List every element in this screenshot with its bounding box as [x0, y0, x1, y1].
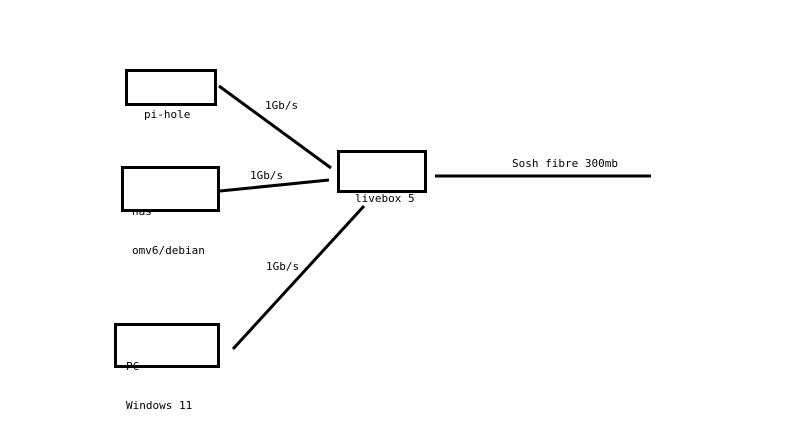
node-nas-line-1: nas: [132, 205, 152, 218]
node-nas: nas omv6/debian: [121, 166, 220, 257]
link-pc-speed-label: 1Gb/s: [266, 260, 300, 273]
link-nas-livebox: [219, 178, 330, 193]
node-pc-line-1: PC: [126, 360, 140, 373]
node-pc: PC Windows 11: [114, 323, 220, 412]
node-pihole-line-1: pi-hole: [144, 108, 191, 121]
link-wan-label: Sosh fibre 300mb: [512, 157, 618, 170]
link-nas-speed-label: 1Gb/s: [250, 169, 284, 182]
node-pihole: pi-hole: [125, 69, 217, 121]
link-pc-livebox: [231, 204, 366, 351]
link-pihole-speed-label: 1Gb/s: [265, 99, 299, 112]
node-livebox-line-1: livebox 5: [355, 192, 415, 205]
node-pc-line-2: Windows 11: [126, 399, 193, 412]
link-pihole-livebox: [218, 84, 332, 170]
node-nas-line-2: omv6/debian: [132, 244, 205, 257]
node-livebox: livebox 5: [337, 150, 427, 205]
